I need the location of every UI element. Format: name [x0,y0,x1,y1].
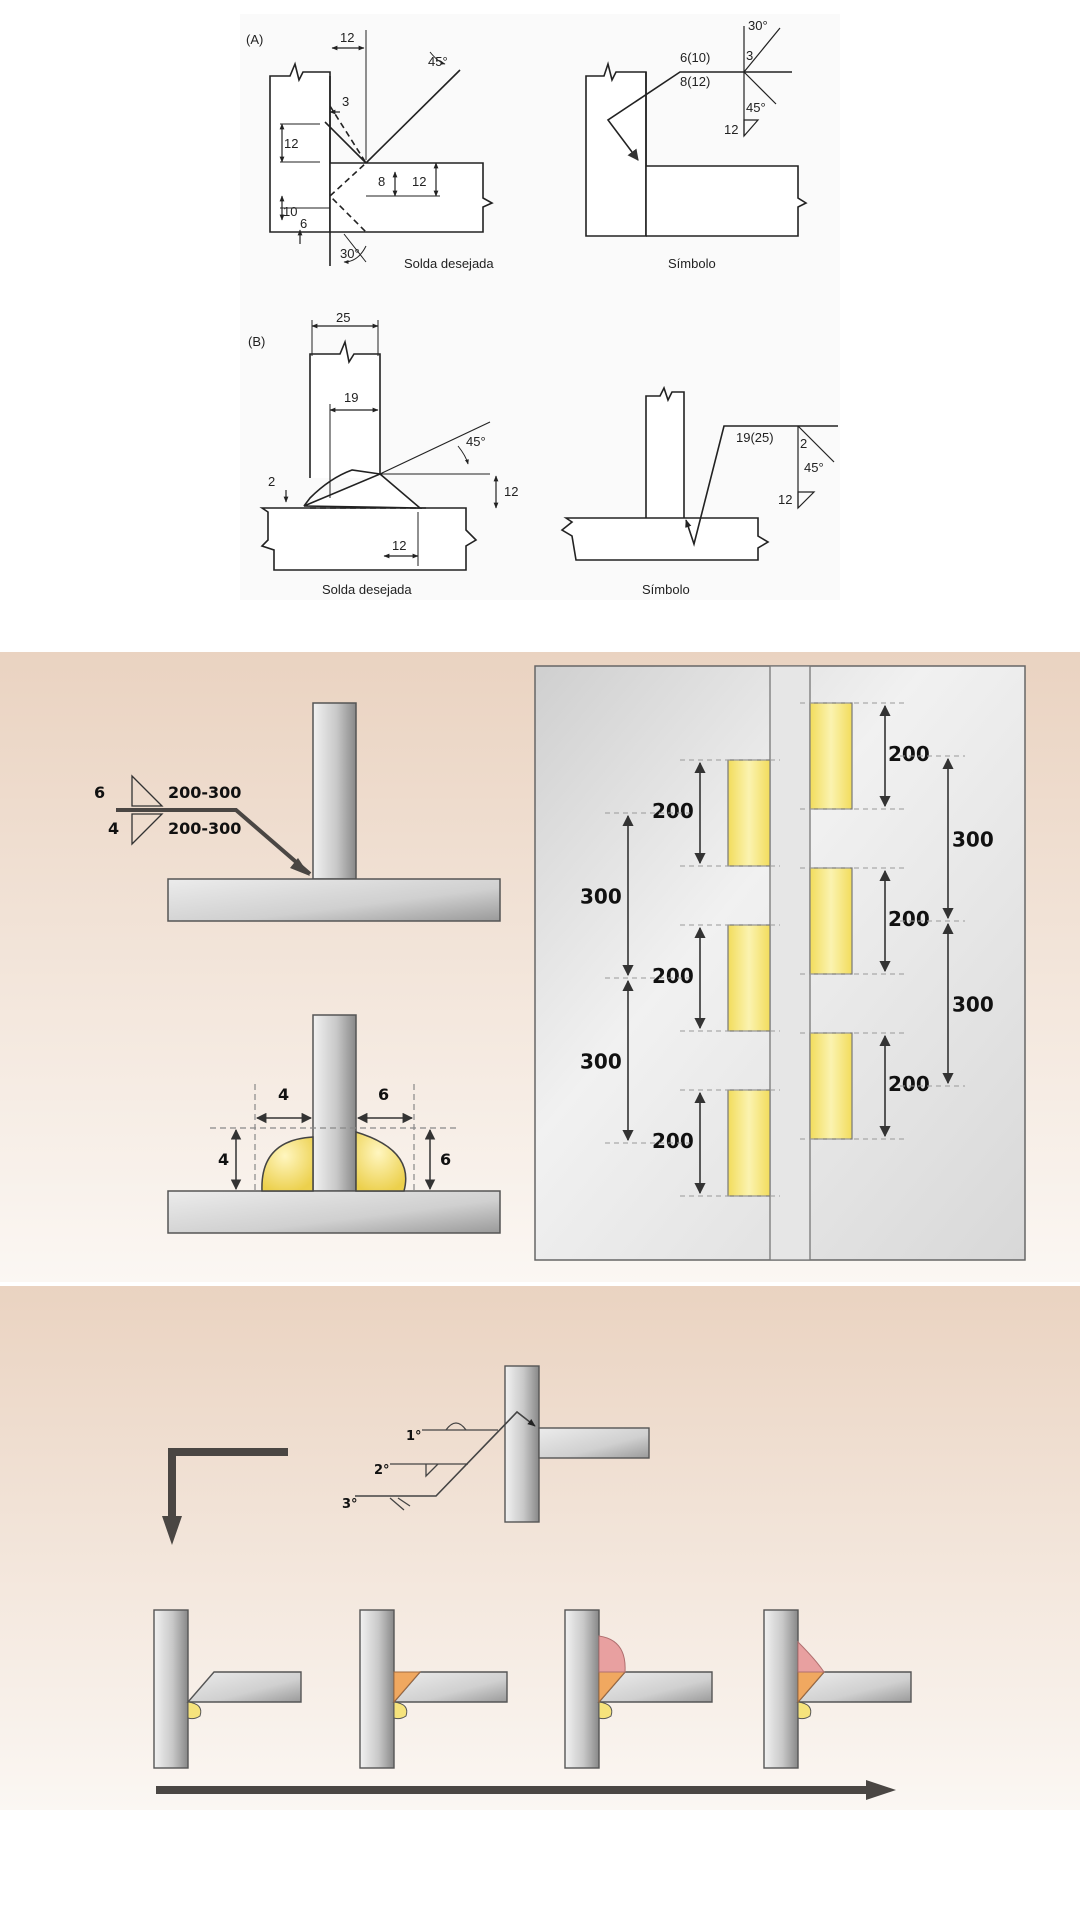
right-fillet-bead [355,1130,407,1192]
angle-b: 45° [466,434,486,449]
sym-b-depth: 2 [800,436,807,451]
right-segment-length: 200 [888,907,930,931]
pass-2-label: 2° [374,1463,390,1478]
pass-1-label: 1° [406,1429,422,1444]
sequence-step [153,1609,302,1769]
right-weld-segment [809,1032,853,1140]
dim-root-gap: 3 [342,94,349,109]
right-weld-segment [809,867,853,975]
left-weld-segment [727,1089,771,1197]
figure-a: (A) 12 3 12 8 12 10 6 45° 30° Solda [246,18,808,271]
sym2-upper-size: 6 [94,783,105,802]
left-pitch: 300 [580,1050,622,1074]
dim-b-gap: 2 [268,474,275,489]
dim-back-gap: 6 [300,216,307,231]
figure-a-angle-line [365,69,461,164]
sym-a-angle-top: 30° [748,18,768,33]
caption-desired-a: Solda desejada [404,256,494,271]
caption-symbol-b: Símbolo [642,582,690,597]
right-pitch: 300 [952,828,994,852]
dim-b-height: 12 [504,484,518,499]
sequence-corner-arrow [168,1448,288,1520]
left-segment-length: 200 [652,964,694,988]
panel2-symbol-joint: 6 4 200-300 200-300 [94,702,501,922]
left-weld-segment [727,759,771,867]
figure-b-base-plate [259,507,478,571]
sym-b-angle: 45° [804,460,824,475]
section-left-leg: 4 [278,1085,289,1104]
figure-a-label: (A) [246,32,263,47]
sequence-step [359,1609,508,1769]
sym-a-upper-ref: 6(10) [680,50,710,65]
sym2-lower-len: 200-300 [168,819,241,838]
right-segment-length: 200 [888,1072,930,1096]
dim-groove-depth: 8 [378,174,385,189]
dim-back-depth: 10 [283,204,297,219]
sym-b-fillet: 12 [778,492,792,507]
sym-a-lower-ref: 8(12) [680,74,710,89]
angle-top: 45° [428,54,448,69]
caption-symbol-a: Símbolo [668,256,716,271]
figure-b-label: (B) [248,334,265,349]
sym2-lower-size: 4 [108,819,119,838]
pass-3-label: 3° [342,1497,358,1512]
dim-top-width: 12 [340,30,354,45]
left-segment-length: 200 [652,1129,694,1153]
sym-a-depth-top: 3 [746,48,753,63]
dim-left-leg: 12 [284,136,298,151]
dim-plate-thk: 12 [412,174,426,189]
sym2-upper-len: 200-300 [168,783,241,802]
panel2-section-joint: 4 6 4 6 [167,1014,501,1234]
figure-a-groove-line [328,105,368,233]
panel3-symbol-joint: 1° 2° 3° [342,1365,650,1523]
sequence-step [763,1609,912,1769]
figure-b: (B) 25 19 2 12 12 45° Solda desejada 19(… [248,310,838,597]
left-pitch: 300 [580,885,622,909]
dim-b-width: 25 [336,310,350,325]
right-weld-segment [809,702,853,810]
panel2-plan-view: 200 200 200 300 300 200 200 200 300 300 [534,665,1026,1261]
section-right-height: 6 [440,1150,451,1169]
dim-b-leg: 12 [392,538,406,553]
section-right-leg: 6 [378,1085,389,1104]
sym-a-angle-bottom: 45° [746,100,766,115]
left-weld-segment [727,924,771,1032]
sequence-steps [153,1609,912,1769]
caption-desired-b: Solda desejada [322,582,412,597]
section-left-height: 4 [218,1150,229,1169]
angle-bottom: 30° [340,246,360,261]
sequence-step [564,1609,713,1769]
left-fillet-bead [261,1136,314,1192]
sym-a-fillet: 12 [724,122,738,137]
figure-a-horizontal-plate [330,162,494,233]
dim-b-groove-width: 19 [344,390,358,405]
left-segment-length: 200 [652,799,694,823]
figure-a-vertical-plate [269,61,331,233]
right-pitch: 300 [952,993,994,1017]
sym-b-ref: 19(25) [736,430,774,445]
right-segment-length: 200 [888,742,930,766]
